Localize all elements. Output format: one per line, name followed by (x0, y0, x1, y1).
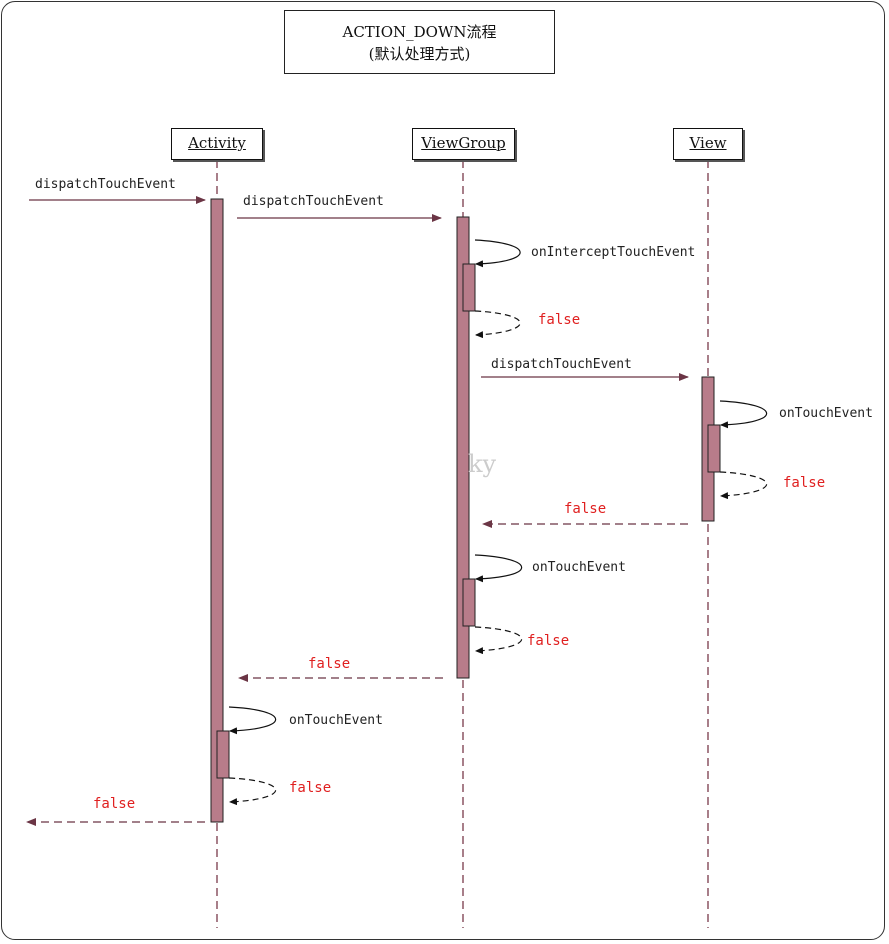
actor-activity: Activity (171, 128, 263, 160)
label-view-ontouch: onTouchEvent (779, 406, 873, 421)
arrow-view-ontouch-return (719, 471, 768, 500)
arrow-viewgroup-ontouch (474, 554, 523, 583)
label-dispatch-to-view: dispatchTouchEvent (491, 357, 632, 372)
arrow-activity-ontouch (228, 706, 277, 735)
label-viewgroup-ontouch-return: false (527, 633, 569, 649)
activation-activity (210, 198, 224, 823)
label-activity-return: false (93, 796, 135, 812)
label-dispatch-to-viewgroup: dispatchTouchEvent (243, 194, 384, 209)
label-view-ontouch-return: false (783, 475, 825, 491)
label-activity-ontouch: onTouchEvent (289, 713, 383, 728)
activation-view-ontouch (707, 424, 721, 473)
activation-viewgroup (456, 216, 470, 679)
actor-viewgroup: ViewGroup (412, 128, 515, 160)
arrow-intercept-return (474, 310, 521, 339)
label-on-intercept: onInterceptTouchEvent (531, 245, 695, 260)
arrow-activity-ontouch-return (228, 777, 277, 806)
activation-activity-ontouch (216, 730, 230, 779)
arrow-on-intercept (474, 239, 521, 268)
arrow-viewgroup-ontouch-return (474, 626, 523, 655)
title-line-1: ACTION_DOWN流程 (342, 23, 497, 41)
diagram-title: ACTION_DOWN流程 (默认处理方式) (284, 10, 555, 74)
actor-view: View (673, 128, 743, 160)
activation-viewgroup-ontouch (462, 578, 476, 627)
activation-viewgroup-intercept (462, 263, 476, 312)
label-intercept-return: false (538, 312, 580, 328)
label-activity-ontouch-return: false (289, 780, 331, 796)
arrow-view-ontouch (719, 400, 768, 429)
watermark: ky (468, 450, 497, 478)
label-view-return: false (564, 501, 606, 517)
label-dispatch-to-activity: dispatchTouchEvent (35, 177, 176, 192)
label-viewgroup-return: false (308, 656, 350, 672)
title-line-2: (默认处理方式) (368, 45, 471, 63)
label-viewgroup-ontouch: onTouchEvent (532, 560, 626, 575)
